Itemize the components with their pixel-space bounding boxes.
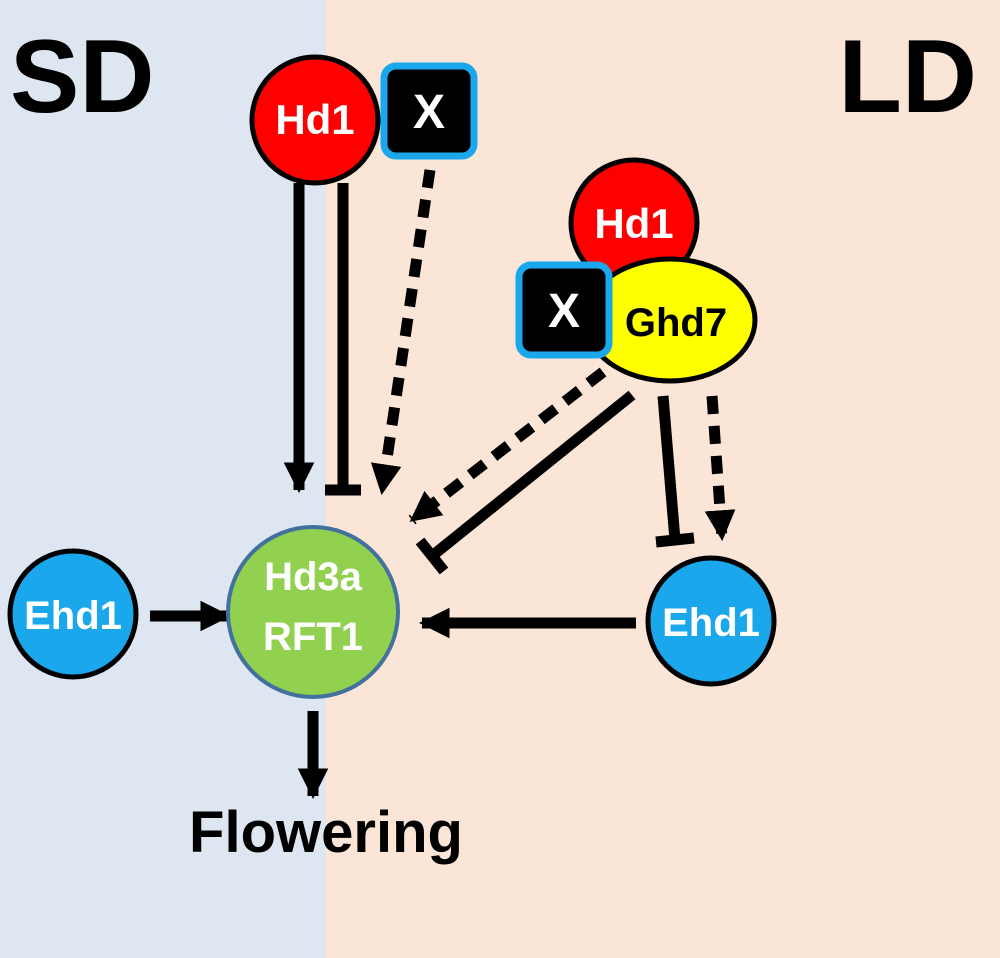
x-sd-dotted-activation-arrow bbox=[370, 169, 436, 496]
hd3a-rft1-node: Hd3a RFT1 bbox=[226, 525, 400, 699]
x-sd-label: X bbox=[413, 86, 445, 139]
ehd1-ld-label: Ehd1 bbox=[662, 601, 760, 645]
ghd7-ehd1-repression-bar bbox=[655, 532, 695, 548]
ld-complex-repression-bar bbox=[415, 537, 449, 575]
ghd7-label: Ghd7 bbox=[625, 301, 727, 345]
hd1-sd-node: Hd1 bbox=[249, 54, 381, 186]
flowering-label: Flowering bbox=[189, 800, 463, 865]
ld-complex-repression-line bbox=[428, 390, 636, 561]
ehd1-sd-node: Ehd1 bbox=[7, 548, 139, 680]
hd1-ld-label: Hd1 bbox=[594, 200, 673, 247]
rft1-label: RFT1 bbox=[263, 615, 363, 659]
x-ld-label: X bbox=[548, 285, 580, 338]
ehd1-ld-node: Ehd1 bbox=[645, 555, 777, 687]
ghd7-node: Ghd7 bbox=[582, 256, 758, 384]
sd-region-label: SD bbox=[10, 19, 154, 135]
x-ld-node: X bbox=[515, 261, 613, 359]
ghd7-ehd1-repression-line bbox=[657, 395, 681, 541]
edges bbox=[150, 169, 736, 800]
hd1-sd-label: Hd1 bbox=[275, 96, 354, 143]
x-sd-node: X bbox=[380, 62, 478, 160]
ld-region-background bbox=[326, 0, 1000, 958]
ghd7-ehd1-dotted-activation-arrow bbox=[704, 395, 736, 542]
ld-region-label: LD bbox=[838, 19, 977, 135]
ehd1-sd-label: Ehd1 bbox=[24, 594, 122, 638]
hd3a-label: Hd3a bbox=[264, 555, 363, 599]
ld-complex-dotted-activation-arrow bbox=[408, 367, 607, 525]
